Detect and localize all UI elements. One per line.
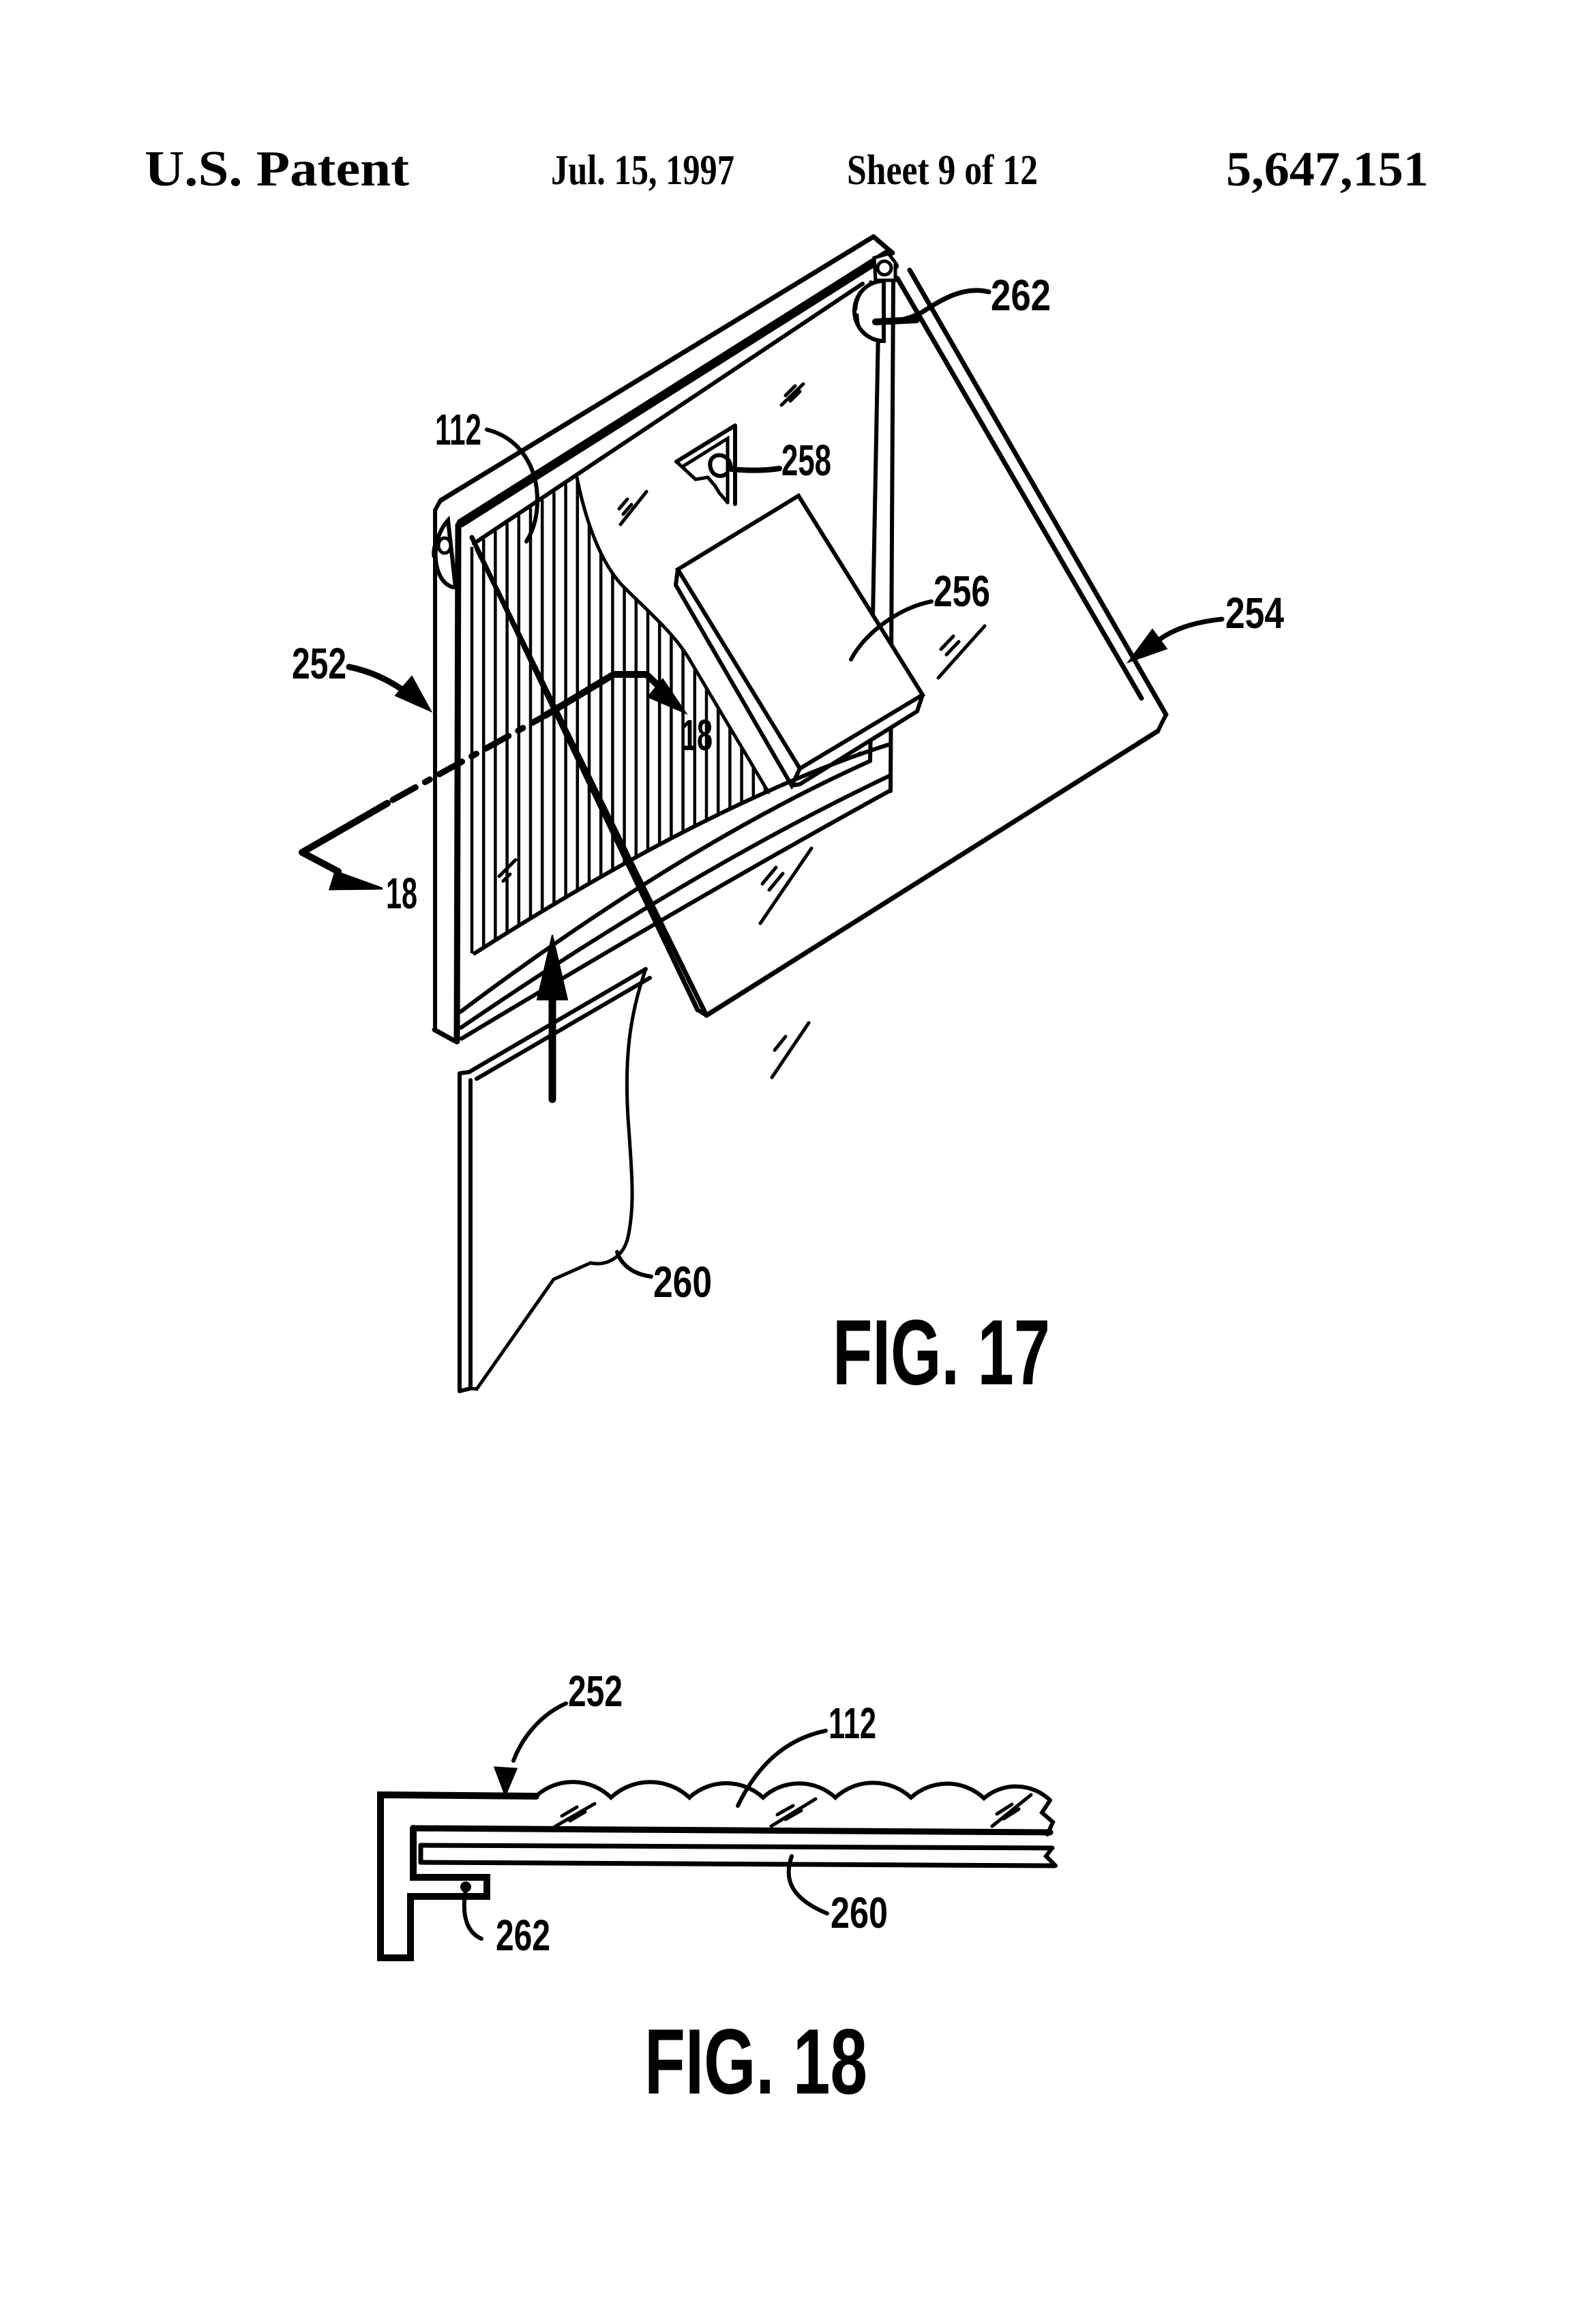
svg-text:FIG. 17: FIG. 17 [833, 1300, 1050, 1404]
svg-text:5,647,151: 5,647,151 [1226, 142, 1429, 196]
svg-text:252: 252 [292, 639, 346, 688]
svg-text:112: 112 [829, 1699, 876, 1748]
svg-text:262: 262 [496, 1911, 550, 1960]
svg-text:260: 260 [831, 1888, 888, 1937]
svg-text:260: 260 [653, 1257, 712, 1307]
svg-text:Sheet 9 of 12: Sheet 9 of 12 [847, 147, 1038, 194]
svg-text:FIG. 18: FIG. 18 [644, 2010, 867, 2113]
svg-text:254: 254 [1225, 589, 1284, 638]
svg-text:258: 258 [781, 436, 831, 485]
svg-text:112: 112 [435, 405, 481, 454]
svg-text:252: 252 [568, 1667, 623, 1716]
svg-text:Jul. 15, 1997: Jul. 15, 1997 [551, 147, 734, 194]
svg-text:256: 256 [934, 567, 990, 616]
svg-text:262: 262 [991, 271, 1051, 320]
svg-text:U.S. Patent: U.S. Patent [145, 141, 409, 197]
svg-text:18: 18 [681, 711, 713, 760]
svg-text:18: 18 [386, 869, 417, 918]
